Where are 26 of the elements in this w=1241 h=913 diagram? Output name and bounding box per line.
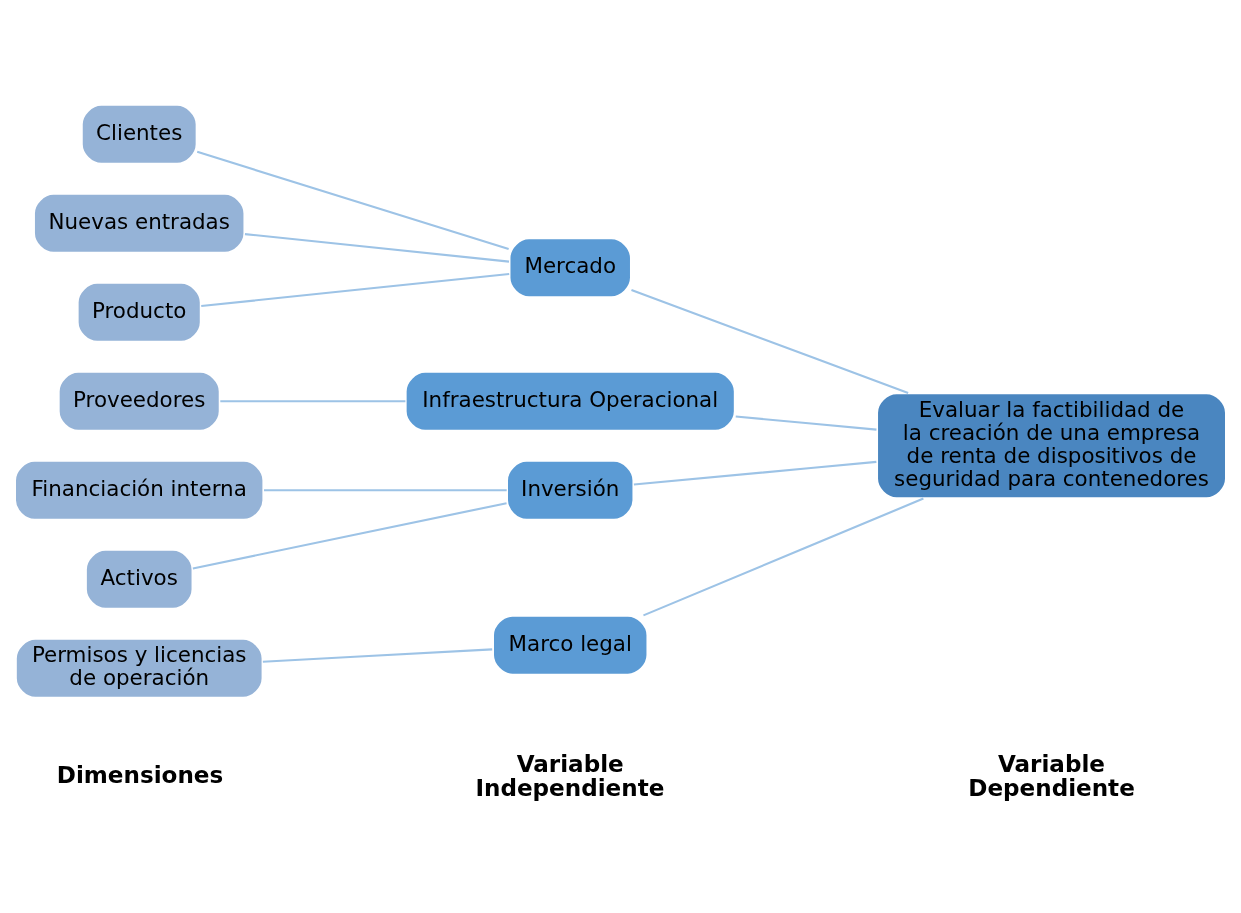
node-box: Infraestructura Operacional	[404, 370, 737, 433]
node-box: Activos	[84, 548, 194, 611]
connector	[633, 460, 877, 486]
node-box: Clientes	[80, 103, 199, 166]
node-box: Producto	[76, 281, 203, 344]
connector	[643, 497, 924, 617]
node-box: Inversión	[505, 459, 635, 522]
connector	[264, 489, 507, 492]
node-box: Nuevas entradas	[32, 192, 246, 255]
connector	[220, 400, 406, 403]
node-box: Mercado	[508, 236, 633, 299]
node-box: Financiación interna	[13, 459, 265, 522]
connector	[735, 415, 877, 431]
connector	[262, 648, 493, 663]
node-box: Proveedores	[57, 370, 222, 433]
connector	[244, 233, 510, 263]
connector	[192, 502, 507, 570]
connector	[201, 272, 510, 308]
connector	[631, 288, 909, 394]
label: Variable Independiente	[475, 751, 665, 801]
connector	[196, 150, 509, 251]
node-box: Permisos y licencias de operación	[14, 637, 265, 700]
label: Variable Dependiente	[968, 751, 1135, 801]
label: Dimensiones	[56, 762, 224, 789]
node-box: Evaluar la factibilidad de la creación de una empresa de renta de dispositivos de seguridad para contenedores	[875, 391, 1228, 500]
node-box: Marco legal	[491, 614, 649, 677]
